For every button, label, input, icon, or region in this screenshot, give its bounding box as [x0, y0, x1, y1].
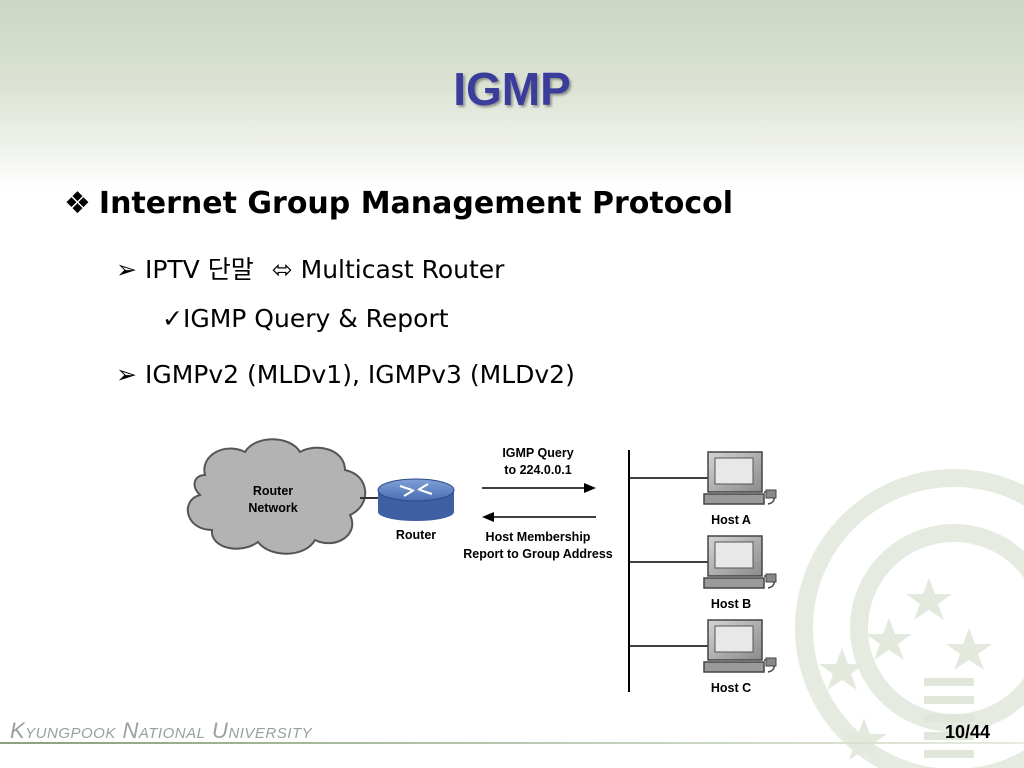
university-emblem-watermark	[795, 469, 1024, 768]
host-b-label: Host B	[711, 597, 751, 611]
report-arrow-icon	[482, 512, 494, 522]
host-c-computer-icon	[703, 619, 777, 673]
cloud-label-line1: Router	[253, 484, 293, 498]
bullet-text: IGMP Query & Report	[182, 304, 449, 333]
cloud-label-line2: Network	[248, 501, 297, 515]
query-label-line1: IGMP Query	[502, 446, 573, 460]
bullet-text: IGMPv2 (MLDv1), IGMPv3 (MLDv2)	[144, 360, 575, 389]
router-network-cloud-icon	[186, 438, 367, 555]
bidirectional-arrow-icon: ⬄	[271, 255, 293, 284]
host-b-computer-icon	[703, 535, 777, 589]
host-c-label: Host C	[711, 681, 751, 695]
footer-university-name: Kyungpook National University	[10, 718, 313, 743]
host-a-label: Host A	[711, 513, 751, 527]
bullet-level1: ❖Internet Group Management Protocol	[64, 186, 733, 221]
bullet-text-left: IPTV 단말	[144, 255, 254, 284]
footer-divider	[0, 742, 1024, 744]
query-label-line2: to 224.0.0.1	[504, 463, 571, 477]
header-background	[0, 0, 1024, 190]
bullet-level3: ✓IGMP Query & Report	[162, 304, 449, 333]
igmp-network-diagram: Router Network Router IGMP Query to 224.…	[186, 438, 777, 695]
arrow-bullet-icon: ➢	[116, 360, 137, 389]
bullet-level2: ➢IPTV 단말 ⬄ Multicast Router	[116, 250, 504, 286]
diamond-bullet-icon: ❖	[64, 186, 91, 221]
page-number: 10/44	[944, 722, 990, 742]
query-arrow-icon	[584, 483, 596, 493]
check-bullet-icon: ✓	[162, 304, 183, 333]
arrow-bullet-icon: ➢	[116, 255, 137, 284]
host-a-computer-icon	[703, 451, 777, 505]
bullet-text-right: Multicast Router	[300, 255, 505, 284]
report-label-line2: Report to Group Address	[463, 547, 613, 561]
router-label: Router	[396, 528, 436, 542]
router-icon	[377, 478, 455, 521]
bullet-level2: ➢IGMPv2 (MLDv1), IGMPv3 (MLDv2)	[116, 360, 575, 389]
report-label-line1: Host Membership	[486, 530, 591, 544]
bullet-text: Internet Group Management Protocol	[98, 186, 733, 221]
slide-title: IGMP	[453, 63, 571, 115]
